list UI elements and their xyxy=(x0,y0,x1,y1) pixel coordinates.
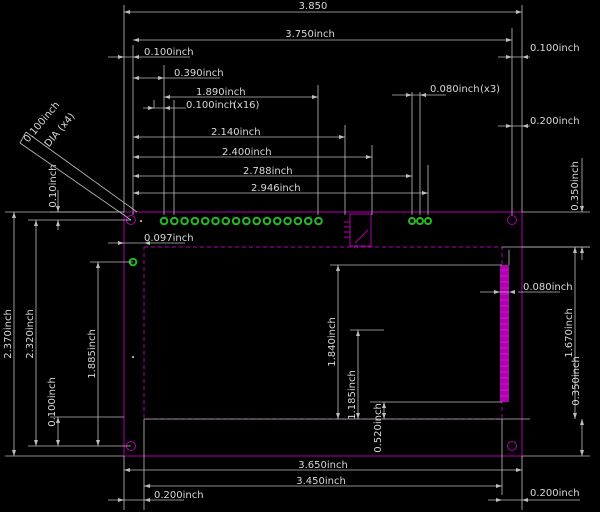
pad xyxy=(293,216,303,226)
dim-right-0350b: 0.350inch xyxy=(571,356,582,406)
mounting-hole-bottom-right xyxy=(507,441,517,451)
pad xyxy=(242,216,251,226)
pad xyxy=(180,216,189,226)
dim-bottom-0200: 0.200inch xyxy=(154,490,204,501)
dim-height-display: 1.885inch xyxy=(87,329,98,379)
pad xyxy=(252,216,262,226)
dim-left-010: 0.10inch xyxy=(48,164,59,207)
center-marker xyxy=(132,356,134,358)
pin1-marker xyxy=(140,220,142,222)
header-pads xyxy=(128,216,432,267)
flex-connector-pins xyxy=(500,269,509,397)
pad xyxy=(190,216,200,226)
pad xyxy=(211,216,220,226)
dim-pin-offset: 0.097inch xyxy=(144,233,194,244)
arrowheads xyxy=(12,10,584,502)
dim-2400: 2.400inch xyxy=(222,147,272,158)
dim-pin-pitch: 0.100inch xyxy=(186,100,236,111)
dim-bottom-right-0200: 0.200inch xyxy=(530,488,580,499)
dim-top-overall: 3.850 xyxy=(299,1,328,12)
dim-bottom-3450: 3.450inch xyxy=(296,476,346,487)
dim-right-1670: 1.670inch xyxy=(564,308,575,358)
board-outline xyxy=(123,211,523,457)
dim-offset-left: 0.100inch xyxy=(144,47,194,58)
dim-right-0200: 0.200inch xyxy=(530,116,580,127)
dim-pin-count: (x16) xyxy=(233,100,260,111)
dim-right-offset-top: 0.100inch xyxy=(530,43,580,54)
pad xyxy=(303,216,313,226)
dim-top-inner: 3.750inch xyxy=(285,29,335,40)
connector-outline xyxy=(349,213,372,247)
dim-right-pitch: 0.080inch xyxy=(430,84,480,95)
dim-right-pitch-count: (x3) xyxy=(480,84,500,95)
pad xyxy=(416,217,424,225)
dimension-lines xyxy=(5,5,590,510)
pad xyxy=(424,217,432,225)
dim-span-header: 1.890inch xyxy=(196,87,246,98)
dim-lower-1185: 1.185inch xyxy=(347,370,358,420)
dim-offset-pins: 0.390inch xyxy=(174,68,224,79)
dim-height-bottom: 0.100inch xyxy=(47,377,58,427)
dim-right-0350: 0.350inch xyxy=(570,161,581,211)
dim-display-height: 1.840inch xyxy=(327,317,338,367)
connector-pins xyxy=(344,221,369,244)
flex-connector xyxy=(500,265,509,402)
mounting-hole-top-right xyxy=(507,215,517,225)
pad xyxy=(262,216,272,226)
dim-bottom-3650: 3.650inch xyxy=(298,460,348,471)
dim-height-total: 2.370inch xyxy=(3,309,14,359)
dim-2946: 2.946inch xyxy=(251,183,301,194)
pad xyxy=(221,216,231,226)
dim-2788: 2.788inch xyxy=(243,166,293,177)
pad xyxy=(283,216,292,226)
pad xyxy=(159,216,169,226)
pad xyxy=(231,216,241,226)
dim-flex-width: 0.080inch xyxy=(523,282,573,293)
pad xyxy=(273,216,282,226)
dim-height-holes: 2.320inch xyxy=(25,309,36,359)
dim-lower-0520: 0.520inch xyxy=(373,403,384,453)
dim-2140: 2.140inch xyxy=(211,127,261,138)
pad xyxy=(200,216,210,226)
pad xyxy=(314,216,323,226)
pad xyxy=(408,217,416,225)
pad xyxy=(170,216,179,226)
